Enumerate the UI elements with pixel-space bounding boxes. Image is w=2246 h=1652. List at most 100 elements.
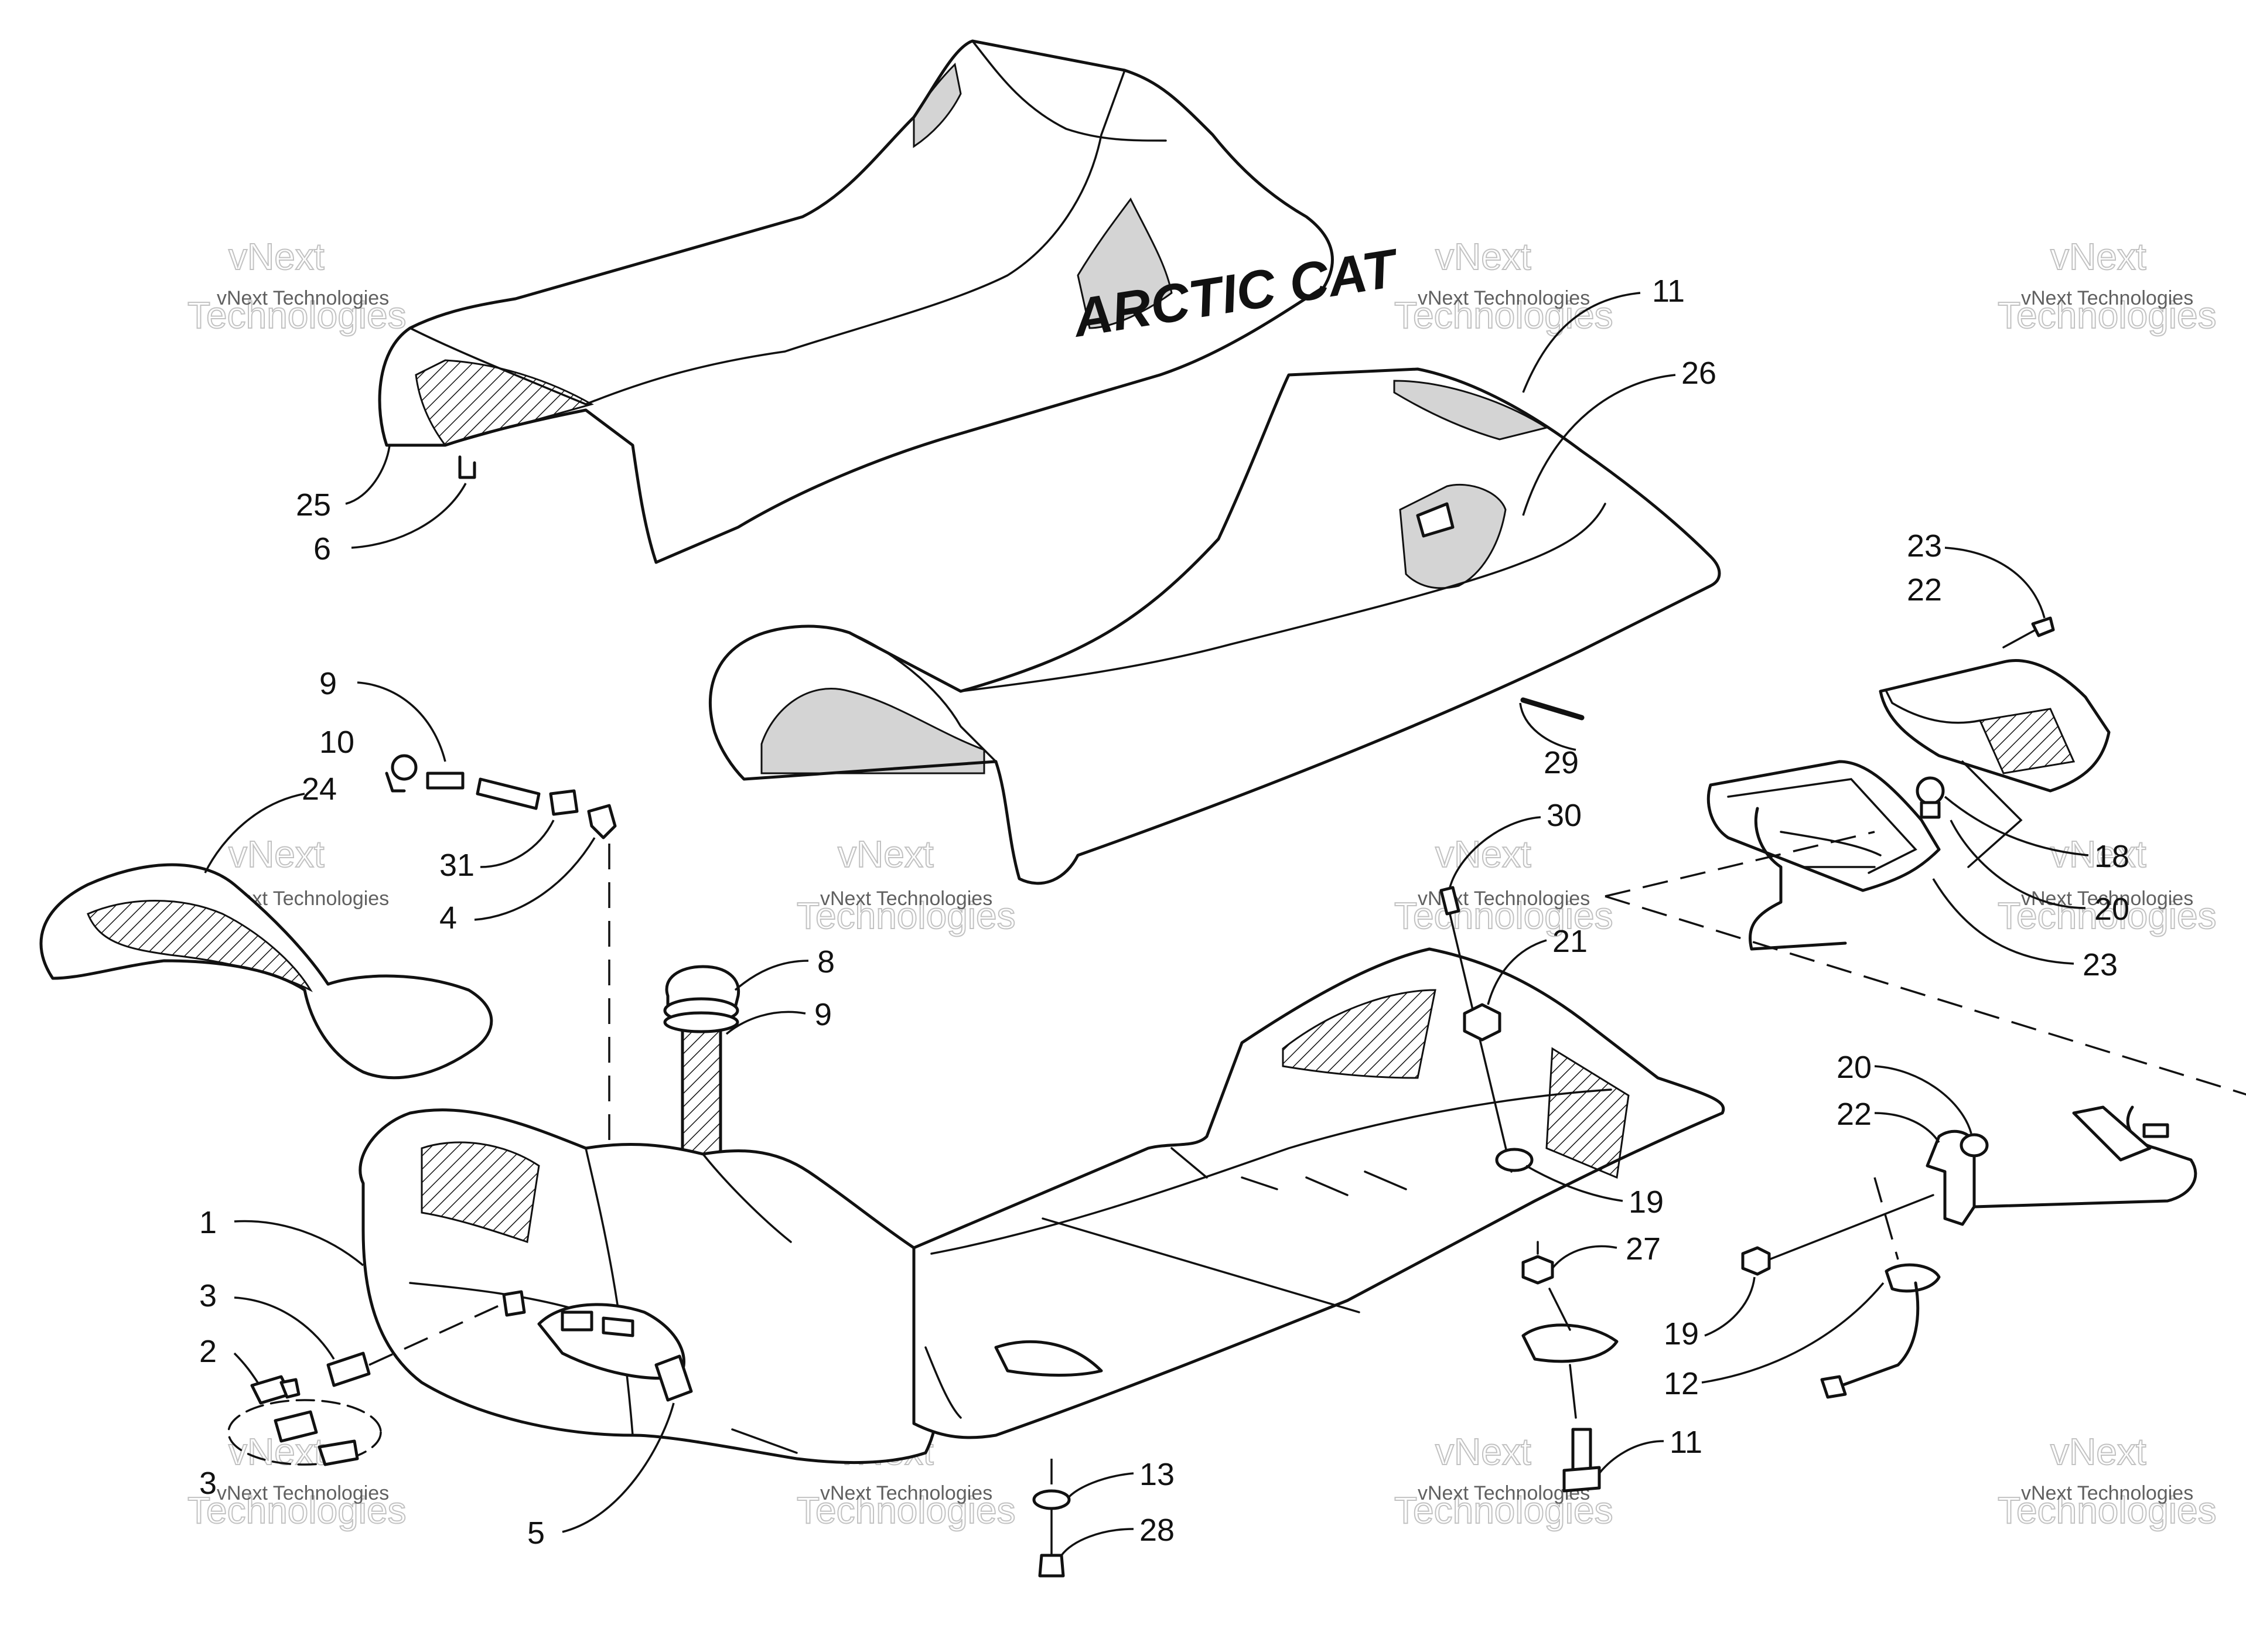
ground-wire-13[interactable]: 12 (1664, 1177, 1941, 1401)
callout-8: 10 (319, 725, 354, 760)
fuel-line-upper[interactable]: 3 (199, 1278, 526, 1387)
svg-text:vNext: vNext (2050, 1431, 2146, 1473)
screw-28[interactable]: 28 (1038, 1507, 1175, 1578)
watermark-middle-center-left: vNext Technologies vNext Technologies (796, 832, 1016, 937)
svg-text:vNext: vNext (1435, 235, 1531, 278)
svg-text:vNext: vNext (228, 1431, 325, 1473)
svg-text:vNext Technologies: vNext Technologies (1418, 1482, 1590, 1504)
nut-17[interactable]: 21 (1463, 924, 1588, 1042)
hose-clamp[interactable]: 31 (439, 789, 579, 883)
callout-20: 18 (2094, 839, 2129, 874)
seat-base[interactable] (912, 947, 1725, 1439)
svg-text:vNext Technologies: vNext Technologies (2021, 1482, 2193, 1504)
callout-28: 28 (1139, 1513, 1175, 1548)
fuel-line-lower[interactable]: 3 (199, 1399, 382, 1501)
callout-17: 21 (1552, 924, 1588, 959)
watermark-top-right: vNext Technologies vNext Technologies (1997, 235, 2217, 337)
callout-6: 6 (313, 531, 331, 566)
callout-29: 29 (1544, 745, 1579, 780)
svg-text:Technologies: Technologies (797, 1489, 1016, 1531)
washer-16-left[interactable]: 19 (1495, 1148, 1664, 1220)
svg-text:Technologies: Technologies (1998, 294, 2217, 336)
shroud[interactable]: 24 (39, 772, 493, 1080)
svg-text:vNext Technologies: vNext Technologies (2021, 287, 2193, 309)
callout-24: 24 (302, 772, 337, 807)
callout-26: 26 (1681, 356, 1716, 391)
svg-text:Technologies: Technologies (1394, 895, 1613, 937)
washer-16-right[interactable]: 20 (1837, 1050, 1989, 1158)
watermark-bottom-center-right: vNext Technologies vNext Technologies (1394, 1430, 1614, 1532)
callout-27: 27 (1626, 1231, 1661, 1267)
screw-12[interactable]: 11 (1562, 1425, 1702, 1493)
taillight-lens[interactable]: 22 (1879, 572, 2111, 793)
svg-text:Technologies: Technologies (187, 1489, 407, 1531)
watermark-bottom-center-left: vNext Technologies vNext Technologies (796, 1430, 1016, 1532)
socket-21[interactable]: 20 (1950, 760, 2129, 927)
vent-valve[interactable]: 4 (439, 804, 617, 1195)
callout-25: 25 (296, 487, 331, 523)
nut-15[interactable]: 19 (1664, 1194, 1934, 1351)
fuel-gauge-tube[interactable]: 9 (663, 997, 832, 1159)
fuel-tank[interactable]: 1 (199, 1108, 940, 1465)
stud[interactable]: 5 (527, 1354, 693, 1551)
callout-16b: 20 (1837, 1050, 1872, 1085)
taillight-housing[interactable]: 23 (1706, 760, 2118, 982)
callout-13: 12 (1664, 1366, 1699, 1401)
callout-2: 2 (199, 1334, 217, 1369)
svg-text:Technologies: Technologies (187, 294, 407, 336)
callout-9: 8 (817, 944, 835, 979)
fuel-cap[interactable]: 8 (663, 944, 835, 1024)
callout-3b: 3 (199, 1466, 217, 1501)
callout-18: 22 (1837, 1097, 1872, 1132)
svg-text:vNext: vNext (2050, 833, 2146, 875)
svg-text:vNext: vNext (228, 833, 325, 875)
bolt-30[interactable]: 30 (1439, 798, 1582, 1173)
svg-text:vNext Technologies: vNext Technologies (1418, 287, 1590, 309)
svg-text:vNext Technologies: vNext Technologies (2021, 888, 2193, 910)
seat-cover[interactable]: ARCTIC CAT 25 (296, 39, 1404, 564)
mounting-plate[interactable] (1521, 1288, 1619, 1419)
svg-text:Technologies: Technologies (1998, 895, 2217, 937)
seat-rod[interactable]: 29 (1519, 697, 1585, 780)
svg-text:vNext: vNext (1435, 1431, 1531, 1473)
svg-text:vNext: vNext (838, 833, 934, 875)
callout-16a: 19 (1629, 1185, 1664, 1220)
svg-text:vNext Technologies: vNext Technologies (820, 1482, 992, 1504)
svg-text:vNext Technologies: vNext Technologies (217, 287, 389, 309)
callout-30: 30 (1547, 798, 1582, 833)
svg-text:Technologies: Technologies (1394, 1489, 1613, 1531)
callout-4: 4 (439, 900, 457, 936)
bracket-18[interactable]: 22 (1837, 1097, 2197, 1226)
elbow-fitting[interactable]: 10 (319, 725, 418, 793)
svg-text:vNext: vNext (228, 235, 325, 278)
watermark-middle-right: vNext Technologies vNext Technologies (1997, 832, 2217, 937)
bulb-20[interactable]: 18 (1916, 776, 2129, 874)
callout-11: 11 (1652, 274, 1685, 309)
callout-7: 9 (319, 666, 337, 701)
callout-14: 13 (1139, 1457, 1175, 1492)
nut-27[interactable]: 27 (1521, 1231, 1661, 1285)
watermark-bottom-left: vNext Technologies vNext Technologies (187, 1430, 407, 1532)
callout-22: 22 (1907, 572, 1942, 607)
fuel-fitting[interactable]: 2 (199, 1334, 301, 1405)
callout-1: 1 (199, 1205, 217, 1240)
callout-10: 9 (814, 997, 832, 1032)
washer-14[interactable]: 13 (1032, 1457, 1175, 1510)
screw-23[interactable]: 23 (1907, 528, 2055, 648)
svg-text:vNext Technologies: vNext Technologies (217, 1482, 389, 1504)
callout-31: 31 (439, 848, 475, 883)
watermark-middle-center-right: vNext Technologies vNext Technologies (1394, 832, 1614, 937)
svg-text:vNext: vNext (1435, 833, 1531, 875)
seat-clip[interactable]: 6 (313, 455, 476, 566)
callout-3a: 3 (199, 1278, 217, 1313)
fuel-hose[interactable]: 9 (319, 666, 541, 810)
svg-text:Technologies: Technologies (1998, 1489, 2217, 1531)
callout-5: 5 (527, 1516, 545, 1551)
svg-text:vNext: vNext (2050, 235, 2146, 278)
callout-19: 23 (2083, 947, 2118, 982)
seat-assembly[interactable]: 11 26 (709, 274, 1721, 885)
svg-text:vNext Technologies: vNext Technologies (820, 888, 992, 910)
callout-12: 11 (1670, 1425, 1702, 1460)
watermark-bottom-right: vNext Technologies vNext Technologies (1997, 1430, 2217, 1532)
